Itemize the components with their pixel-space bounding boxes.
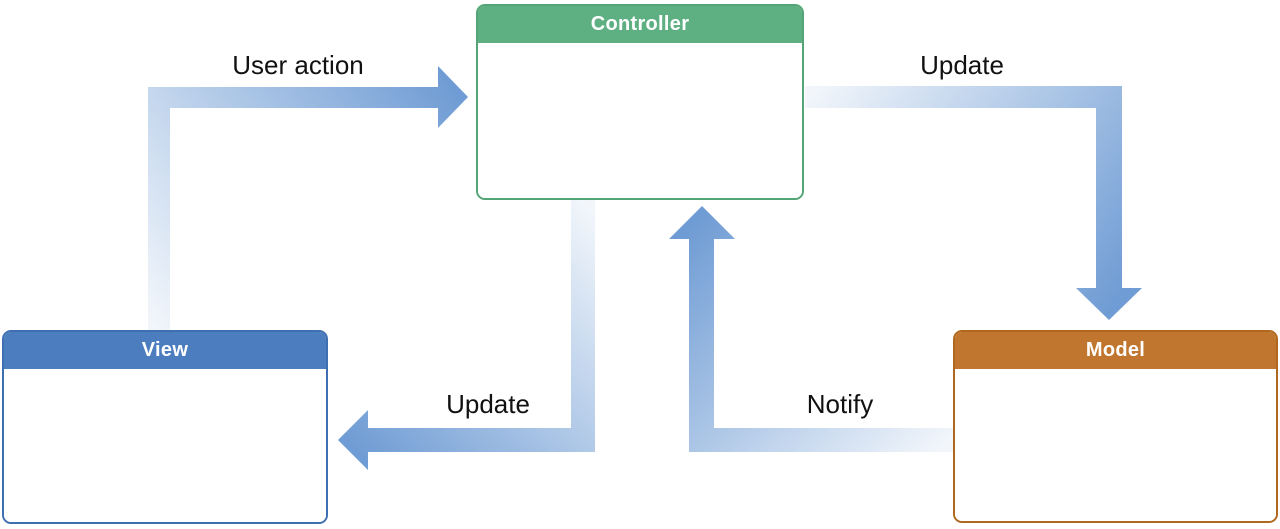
- update-view-arrow-label: Update: [446, 389, 530, 419]
- view-box-body: [4, 369, 326, 522]
- controller-box-title: Controller: [590, 13, 690, 35]
- model-box-title: Model: [1085, 339, 1146, 361]
- user-action-arrow-label: User action: [232, 50, 364, 80]
- notify-arrow-label: Notify: [806, 389, 874, 419]
- model-box-header: Model: [955, 332, 1276, 369]
- update-model-arrow: [805, 86, 1142, 320]
- controller-box-header: Controller: [478, 6, 802, 43]
- controller-box-body: [478, 43, 802, 198]
- controller-box: Controller: [476, 4, 804, 200]
- user-action-arrow: [148, 66, 468, 330]
- model-box: Model: [953, 330, 1278, 523]
- view-box-header: View: [4, 332, 326, 369]
- update-model-arrow-label: Update: [920, 50, 1004, 80]
- view-box-title: View: [141, 339, 189, 361]
- view-box: View: [2, 330, 328, 524]
- notify-arrow: [669, 206, 953, 452]
- update-view-arrow: [338, 200, 595, 470]
- model-box-body: [955, 369, 1276, 521]
